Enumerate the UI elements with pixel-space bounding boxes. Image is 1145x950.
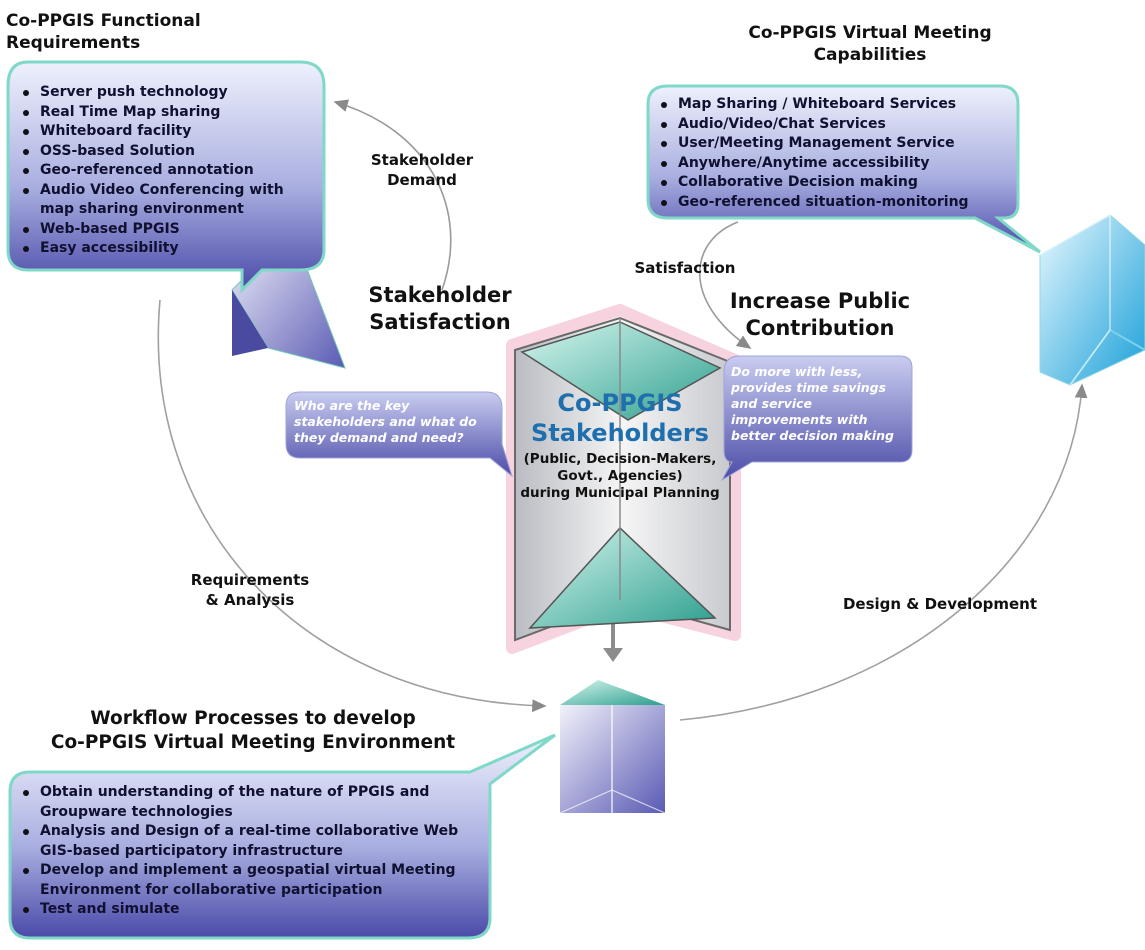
list-item: Map Sharing / Whiteboard Services: [658, 95, 1018, 115]
list-item: Real Time Map sharing: [20, 103, 318, 123]
arrow-requirements: [157, 299, 547, 713]
arrow-demand: [333, 99, 452, 291]
satisfaction-label: Satisfaction: [634, 259, 736, 277]
increase-public-title: Increase Public Contribution: [729, 289, 911, 340]
center-subtitle: (Public, Decision-Makers, Govt., Agencie…: [520, 451, 720, 501]
list-item: Audio Video Conferencing with map sharin…: [20, 181, 318, 220]
list-item: Audio/Video/Chat Services: [658, 115, 1018, 135]
functional-title: Co-PPGIS Functional Requirements: [6, 11, 201, 53]
prism-right: [1039, 213, 1145, 386]
virtual-list: Map Sharing / Whiteboard Services Audio/…: [658, 95, 1018, 212]
stakeholder-demand-label: Stakeholder Demand: [370, 151, 474, 189]
list-item: Geo-referenced annotation: [20, 161, 318, 181]
arrow-design: [679, 383, 1088, 721]
functional-list: Server push technology Real Time Map sha…: [20, 83, 318, 259]
list-item: Develop and implement a geospatial virtu…: [20, 861, 485, 900]
list-item: OSS-based Solution: [20, 142, 318, 162]
bubble-left-text: Who are the key stakeholders and what do…: [294, 398, 477, 445]
list-item: Test and simulate: [20, 900, 485, 920]
virtual-title: Co-PPGIS Virtual Meeting Capabilities: [748, 23, 992, 65]
prism-bottom: [559, 680, 666, 814]
bubble-right: [720, 355, 913, 482]
list-item: Whiteboard facility: [20, 122, 318, 142]
arrow-satisfaction: [699, 221, 752, 349]
list-item: Obtain understanding of the nature of PP…: [20, 783, 485, 822]
list-item: Collaborative Decision making: [658, 173, 1018, 193]
list-item: Server push technology: [20, 83, 318, 103]
center-prism: [506, 304, 741, 654]
bubble-right-text: Do more with less, provides time savings…: [731, 364, 894, 443]
design-label: Design & Development: [842, 595, 1038, 613]
list-item: User/Meeting Management Service: [658, 134, 1018, 154]
workflow-list: Obtain understanding of the nature of PP…: [20, 783, 485, 920]
list-item: Easy accessibility: [20, 239, 318, 259]
center-title: Co-PPGIS Stakeholders: [531, 389, 709, 447]
functional-box: [6, 60, 326, 294]
workflow-title: Workflow Processes to develop Co-PPGIS V…: [50, 708, 456, 753]
list-item: Anywhere/Anytime accessibility: [658, 154, 1018, 174]
requirements-label: Requirements & Analysis: [190, 571, 310, 609]
virtual-box: [646, 84, 1041, 254]
list-item: Analysis and Design of a real-time colla…: [20, 822, 485, 861]
stakeholder-satisfaction-title: Stakeholder Satisfaction: [368, 283, 512, 334]
workflow-box: [8, 733, 556, 940]
list-item: Web-based PPGIS: [20, 220, 318, 240]
bubble-left: [285, 391, 513, 478]
list-item: Geo-referenced situation-monitoring: [658, 193, 1018, 213]
